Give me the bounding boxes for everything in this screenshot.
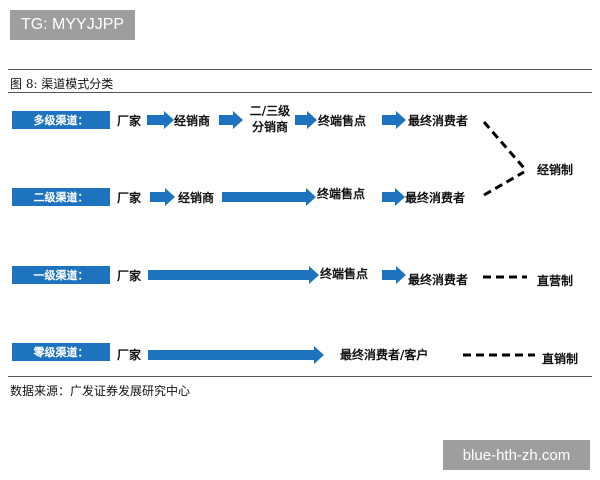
level-box-one: 一级渠道：: [12, 266, 110, 284]
arrow: [382, 111, 406, 129]
bottom-rule: [8, 376, 592, 377]
watermark-top: TG: MYYJJPP: [10, 10, 135, 40]
node-end-consumer: 最终消费者: [405, 191, 466, 205]
level-box-zero: 零级渠道：: [12, 343, 110, 361]
level-box-two: 二级渠道：: [12, 188, 110, 206]
node-distributor: 经销商: [174, 114, 211, 128]
arrow: [219, 111, 243, 129]
source-note: 数据来源：广发证券发展研究中心: [10, 384, 191, 398]
arrow: [382, 188, 405, 206]
node-manufacturer: 厂家: [117, 114, 142, 128]
node-manufacturer: 厂家: [117, 191, 142, 205]
arrow: [150, 188, 175, 206]
node-end-consumer-client: 最终消费者/客户: [340, 348, 429, 362]
node-distributor: 经销商: [178, 191, 215, 205]
arrow: [148, 346, 324, 364]
mode-direct-operation: 直营制: [537, 274, 574, 288]
mode-direct-sales: 直销制: [542, 352, 579, 366]
arrows: [147, 111, 406, 364]
node-manufacturer: 厂家: [117, 348, 142, 362]
arrow: [382, 266, 406, 284]
arrow: [148, 266, 319, 284]
node-terminal-outlet: 终端售点: [317, 187, 366, 201]
node-sub-distributor: 二/三级分销商: [249, 104, 291, 134]
node-end-consumer: 最终消费者: [408, 114, 469, 128]
node-terminal-outlet: 终端售点: [318, 114, 367, 128]
title-rule: [8, 92, 592, 93]
node-end-consumer: 最终消费者: [408, 273, 469, 287]
mode-distribution: 经销制: [537, 163, 574, 177]
arrow: [295, 111, 317, 129]
figure-title: 图 8: 渠道模式分类: [10, 77, 114, 91]
node-manufacturer: 厂家: [117, 269, 142, 283]
node-terminal-outlet: 终端售点: [320, 267, 369, 281]
top-rule: [8, 69, 592, 70]
arrow: [222, 188, 316, 206]
watermark-bottom: blue-hth-zh.com: [443, 440, 590, 470]
dashed-connectors: [463, 121, 535, 357]
dashed-line: [483, 170, 525, 197]
dashed-line: [482, 121, 526, 169]
level-box-multi: 多级渠道：: [12, 111, 110, 129]
arrow: [147, 111, 174, 129]
